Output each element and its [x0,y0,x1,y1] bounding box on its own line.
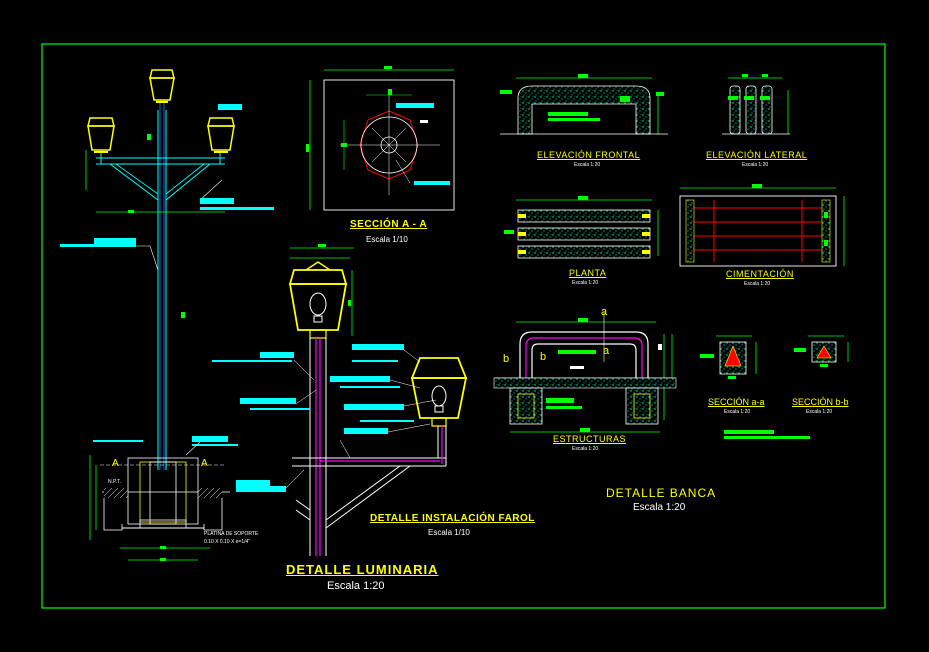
bench-sections [700,335,849,439]
planta-title: PLANTA [569,268,607,278]
seccion-b-scale: Escala 1:20 [806,409,833,415]
section-mark-a-left: A [112,458,119,469]
bench-structures [493,312,677,433]
banca-scale: Escala 1:20 [633,502,686,513]
elevacion-frontal-title: ELEVACIÓN FRONTAL [537,150,641,160]
section-mark-a-top: a [601,306,608,318]
elevacion-frontal-scale: Escala 1:20 [574,162,601,168]
bench-foundation [679,184,845,267]
elevacion-lateral-title: ELEVACIÓN LATERAL [706,150,808,160]
section-mark-b-mid: b [540,351,547,363]
seccion-aa-title: SECCIÓN A - A [350,219,428,230]
seccion-a-title: SECCIÓN a-a [708,397,765,407]
bench-side-elevation [722,74,790,135]
pole-detail [60,69,274,561]
npt-label: N.P.T. [108,479,121,485]
platina-dim-label: 0.10 X 0.10 X e=1/4" [204,539,251,545]
estructuras-scale: Escala 1:20 [572,446,599,452]
elevacion-lateral-scale: Escala 1:20 [742,162,769,168]
section-mark-a-mid: a [603,345,610,357]
bench-plan [504,196,659,259]
sheet-frame [41,43,886,609]
bench-front-elevation [500,74,668,135]
seccion-aa-scale: Escala 1/10 [366,235,408,244]
banca-title: DETALLE BANCA [606,486,717,500]
seccion-a-scale: Escala 1:20 [724,409,751,415]
luminaria-title: DETALLE LUMINARIA [286,562,439,577]
platina-label: PLATINA DE SOPORTE [204,531,259,537]
section-mark-b-left: b [503,353,510,365]
estructuras-title: ESTRUCTURAS [553,434,627,444]
seccion-b-title: SECCIÓN b-b [792,397,849,407]
section-aa-detail [306,66,455,211]
instalacion-scale: Escala 1/10 [428,528,470,537]
cimentacion-title: CIMENTACIÓN [726,269,794,279]
luminaria-scale: Escala 1:20 [327,580,385,592]
instalacion-title: DETALLE INSTALACIÓN FAROL [370,513,535,524]
cimentacion-scale: Escala 1:20 [744,281,771,287]
section-mark-a-right: A [201,458,208,469]
lantern-installation-detail [212,244,468,556]
planta-scale: Escala 1:20 [572,280,599,286]
